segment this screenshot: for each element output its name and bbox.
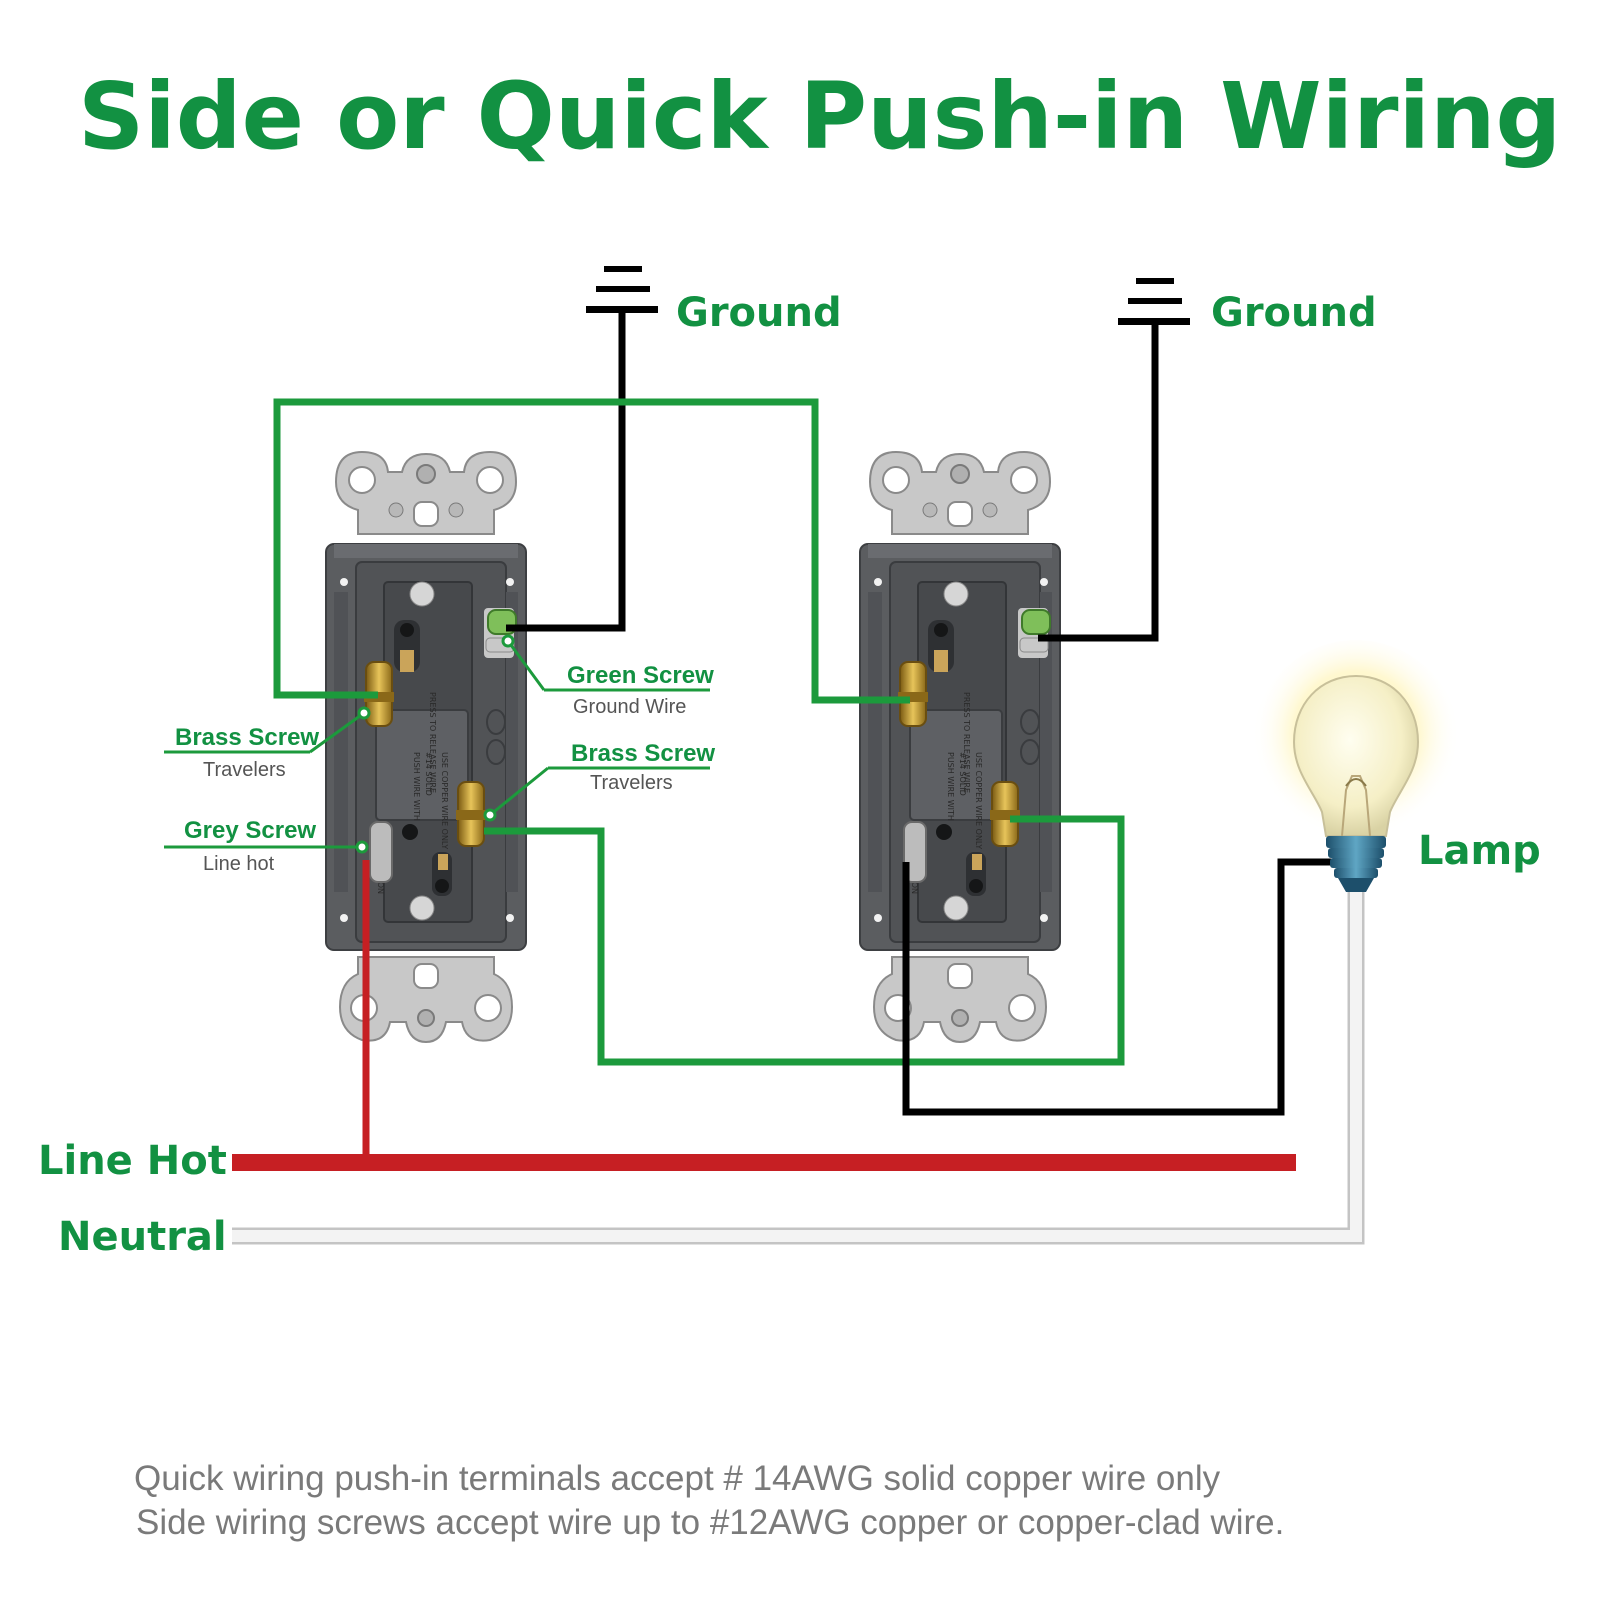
traveler-wire-top <box>273 398 910 704</box>
page-title: Side or Quick Push-in Wiring <box>78 63 1561 170</box>
svg-text:Green Screw: Green Screw <box>567 662 714 689</box>
svg-text:Travelers: Travelers <box>590 772 673 794</box>
wiring-note-1: Quick wiring push-in terminals accept # … <box>134 1459 1221 1498</box>
ground-wire-right <box>1038 325 1159 642</box>
callout-green-screw: Green Screw Ground Wire <box>501 634 714 718</box>
line-hot-label: Line Hot <box>38 1138 227 1184</box>
three-way-switch-right <box>859 451 1061 1043</box>
lamp-bulb-icon <box>1252 640 1460 892</box>
callout-brass-screw-right: Brass Screw Travelers <box>483 740 715 822</box>
three-way-switch-left <box>325 451 527 1043</box>
svg-text:Brass Screw: Brass Screw <box>571 740 715 767</box>
ground-symbol-right <box>1118 278 1190 325</box>
lamp-label: Lamp <box>1418 828 1541 874</box>
wiring-note-2: Side wiring screws accept wire up to #12… <box>136 1503 1284 1542</box>
svg-text:Brass Screw: Brass Screw <box>175 724 319 751</box>
svg-text:Grey Screw: Grey Screw <box>184 817 316 844</box>
svg-text:Ground Wire: Ground Wire <box>573 696 686 718</box>
line-hot-wire <box>232 1154 1296 1171</box>
svg-text:Travelers: Travelers <box>203 759 286 781</box>
ground-wire-left <box>506 313 626 632</box>
traveler-wire-bottom <box>484 815 1125 1066</box>
ground-symbol-left <box>586 266 658 313</box>
switched-hot-wire <box>902 858 1332 1116</box>
callout-brass-screw-left: Brass Screw Travelers <box>164 706 371 781</box>
svg-text:Line hot: Line hot <box>203 853 275 875</box>
neutral-label: Neutral <box>58 1214 227 1260</box>
ground-label-right: Ground <box>1211 290 1377 336</box>
ground-label-left: Ground <box>676 290 842 336</box>
callout-grey-screw: Grey Screw Line hot <box>164 817 369 875</box>
